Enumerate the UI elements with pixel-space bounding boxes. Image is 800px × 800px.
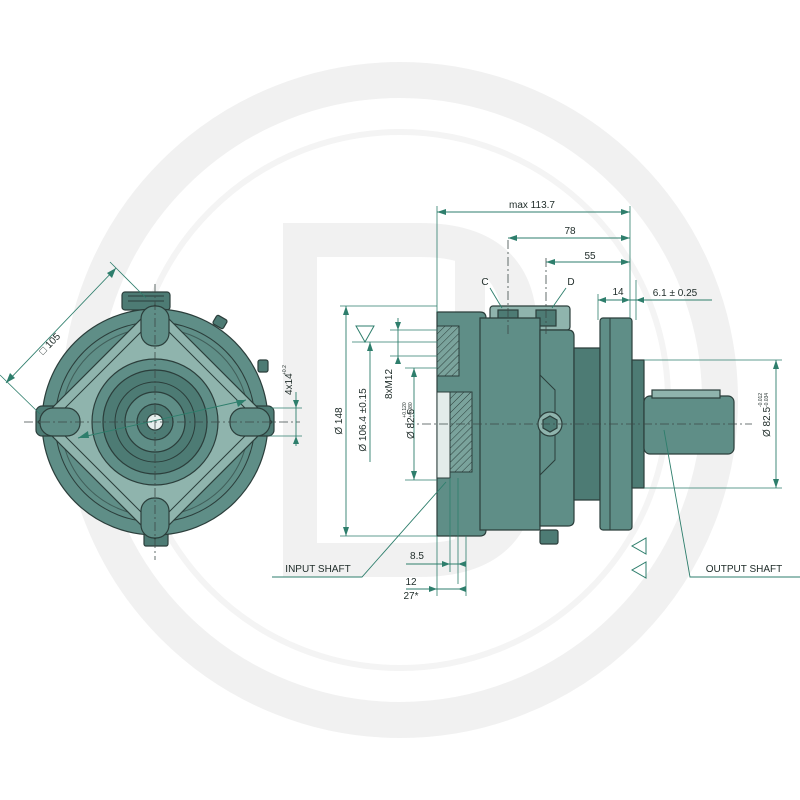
dim-78-label: 78 <box>564 226 576 237</box>
square-dim-line <box>5 267 117 384</box>
front-view: □ 105 4x14 +0.2 <box>0 261 302 560</box>
section-upper <box>436 325 460 377</box>
bolt-upper-right <box>212 314 228 330</box>
radius-line <box>77 399 247 439</box>
shaft-key <box>651 389 721 399</box>
dim-12-label: 12 <box>405 577 417 588</box>
thread-label: 8xM12 <box>384 369 395 399</box>
side-view: max 113.7 78 55 C D 14 6.1 ± 0.25 Ø 148 <box>272 200 800 602</box>
output-shaft <box>643 395 735 455</box>
dia-82-in-label: Ø 82.5 <box>406 409 417 439</box>
dia-148-label: Ø 148 <box>334 407 345 435</box>
triangle-left-icon <box>630 561 647 579</box>
dia-82-in-tol-lower: +0.080 <box>408 402 414 418</box>
bolt-right <box>257 359 269 373</box>
dim-8-5-label: 8.5 <box>410 551 424 562</box>
port-d-label: D <box>567 277 574 288</box>
output-shaft-leader <box>663 429 800 578</box>
dia-106-label: Ø 106.4 ±0.15 <box>358 388 369 452</box>
dim-27-label: 27* <box>403 591 418 602</box>
square-dim-label: □ 105 <box>37 331 63 357</box>
dia-82-out-tol-lower: -0.034 <box>764 393 770 407</box>
dim-55-label: 55 <box>584 251 596 262</box>
dim-6-1-label: 6.1 ± 0.25 <box>653 288 698 299</box>
output-shaft-label: OUTPUT SHAFT <box>706 564 782 575</box>
triangle-down-icon <box>355 325 375 344</box>
slot-dim-tolerance: +0.2 <box>282 365 288 375</box>
slot-dim-label: 4x14 <box>284 373 295 395</box>
input-shaft-label: INPUT SHAFT <box>285 564 350 575</box>
triangle-left-icon <box>630 537 647 555</box>
dia-82-in-tol-upper: +0.120 <box>402 402 408 418</box>
input-shaft-leader <box>272 481 447 578</box>
max-length-label: max 113.7 <box>509 200 555 211</box>
port-c-label: C <box>481 277 488 288</box>
dim-14-label: 14 <box>612 287 624 298</box>
dia-82-out-label: Ø 82.5 <box>762 407 773 437</box>
dia-82-out-tol-upper: -0.012 <box>758 393 764 407</box>
section-lower <box>449 391 473 473</box>
bottom-plug <box>539 529 559 545</box>
